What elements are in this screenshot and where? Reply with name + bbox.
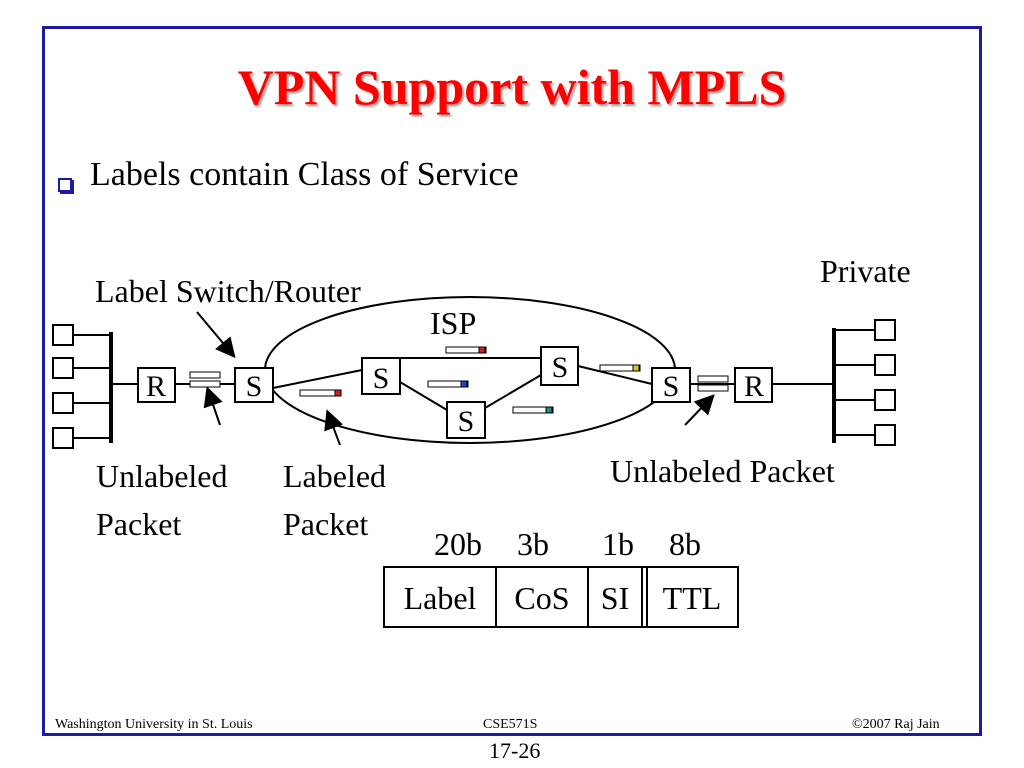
labeled-packet-icon — [427, 380, 469, 388]
left-lan — [52, 324, 110, 449]
switch-left — [234, 367, 274, 403]
router-right-label: R — [744, 370, 764, 403]
footer-right: ©2007 Raj Jain — [852, 717, 940, 732]
router-left-label: R — [146, 370, 166, 403]
unlabeled-packet-right-label: Unlabeled Packet — [610, 453, 835, 489]
slide-frame — [42, 26, 982, 736]
lsr-arrow — [196, 311, 236, 359]
switch-mid-top-label: S — [373, 362, 390, 395]
slide-title: VPN Support with MPLS — [237, 59, 787, 115]
unlabeled-packet-left-label: Unlabeled Packet — [96, 458, 228, 542]
switch-right — [651, 367, 691, 403]
header-field-cos: CoS — [514, 580, 569, 616]
labeled-packet-icon — [445, 346, 487, 354]
header-field-si: SI — [601, 580, 629, 616]
switch-mid-bottom-label: S — [458, 405, 475, 438]
router-right — [734, 367, 773, 403]
bit-width-ttl: 8b — [669, 526, 701, 562]
host-icon — [52, 357, 74, 379]
unlabeled-packet-icon — [697, 375, 729, 392]
labeled-packet-icon — [299, 389, 342, 397]
labeled-arrow — [324, 409, 343, 446]
host-icon — [874, 319, 896, 341]
bit-width-si: 1b — [602, 526, 634, 562]
switch-right-label: S — [663, 370, 680, 403]
header-field-ttl: TTL — [663, 580, 722, 616]
labeled-packet-label: Labeled Packet — [283, 458, 387, 542]
bullet-square-icon — [58, 178, 72, 192]
bit-width-label: 20b — [434, 526, 482, 562]
host-icon — [52, 324, 74, 346]
switch-mid-top — [361, 357, 401, 395]
labeled-packet-icon — [512, 406, 554, 414]
host-icon — [874, 354, 896, 376]
header-field-label: Label — [404, 580, 477, 616]
lsr-label: Label Switch/Router — [95, 273, 361, 309]
bullet-text: Labels contain Class of Service — [90, 156, 519, 193]
unlabeled-right-arrow — [684, 394, 715, 426]
page-number: 17-26 — [489, 738, 541, 763]
footer-center: CSE571S — [483, 717, 538, 732]
unlabeled-left-arrow — [203, 386, 223, 426]
switch-left-label: S — [246, 370, 263, 403]
switch-top-right-label: S — [552, 351, 569, 384]
footer-left: Washington University in St. Louis — [55, 717, 253, 732]
host-icon — [874, 424, 896, 446]
right-lan — [835, 319, 896, 446]
router-left — [137, 367, 176, 403]
bit-width-cos: 3b — [517, 526, 549, 562]
labeled-packet-icon — [599, 364, 641, 372]
switch-mid-bottom — [446, 401, 486, 439]
mpls-header-format — [383, 566, 739, 628]
switch-top-right — [540, 346, 579, 386]
host-icon — [52, 427, 74, 449]
private-label: Private — [820, 253, 911, 289]
host-icon — [874, 389, 896, 411]
host-icon — [52, 392, 74, 414]
isp-label: ISP — [430, 305, 477, 341]
unlabeled-packet-icon — [189, 371, 221, 388]
